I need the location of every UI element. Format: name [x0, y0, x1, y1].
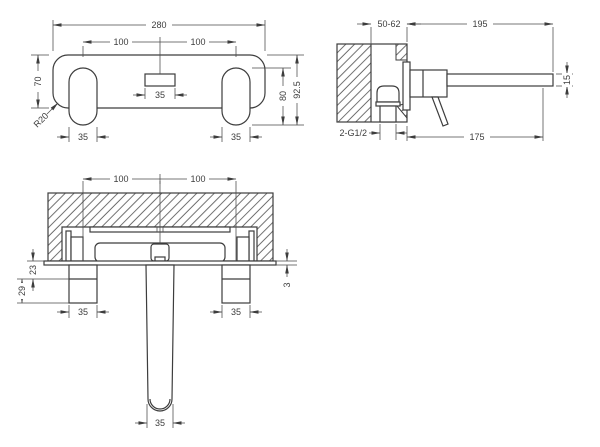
right-handle-plan [221, 264, 251, 304]
dim-handle-depth-front: 23 [28, 265, 38, 275]
dim-overall-height: 92.5 [292, 81, 302, 99]
dim-plate-thickness: 3 [282, 282, 292, 287]
plan-view-dimensions: 100 100 23 29 3 35 [17, 174, 297, 428]
spout-front [144, 73, 176, 87]
dim-pitch-right: 100 [190, 37, 205, 47]
right-valve-stub [248, 230, 255, 262]
dim-handle-width-right: 35 [231, 132, 241, 142]
dim-plate-height: 70 [33, 76, 43, 86]
left-handle-front [68, 67, 98, 126]
right-valve-body [236, 236, 250, 262]
dim-plan-spout-width: 35 [155, 418, 165, 428]
dim-spout-reach: 195 [472, 19, 487, 29]
dim-handle-length: 80 [278, 91, 288, 101]
dim-wall-depth: 50-62 [377, 19, 400, 29]
dim-handle-width-left: 35 [78, 132, 88, 142]
side-view: 50-62 195 175 15 2-G1/2 [336, 19, 573, 142]
dim-handle-depth-back: 29 [17, 286, 27, 296]
wall-tab-hatch [395, 43, 408, 61]
right-handle-front [221, 67, 251, 126]
escutcheon-plate-side [402, 61, 411, 111]
dim-spout-width-front: 35 [155, 90, 165, 100]
plan-view: 100 100 23 29 3 35 [17, 174, 297, 428]
spout-plan [145, 264, 175, 412]
front-view-dimensions: 280 100 100 70 R20 35 [31, 20, 304, 142]
inlet-pipe [379, 105, 397, 123]
dim-overall-width: 280 [151, 20, 166, 30]
dim-plan-handle-width-left: 35 [78, 307, 88, 317]
center-lines [82, 181, 237, 261]
left-handle-plan [68, 264, 98, 304]
left-valve-stub [65, 230, 72, 262]
valve-dome [376, 85, 400, 103]
dim-plan-pitch-right: 100 [190, 174, 205, 184]
front-view: 280 100 100 70 R20 35 [31, 20, 304, 142]
label-inlet-thread: 2-G1/2 [339, 128, 367, 138]
side-view-dimensions: 50-62 195 175 15 2-G1/2 [339, 19, 573, 142]
dim-pitch-left: 100 [113, 37, 128, 47]
dim-spout-projection: 175 [469, 132, 484, 142]
dim-plan-handle-width-right: 35 [231, 307, 241, 317]
spout-body-side [409, 69, 448, 98]
left-valve-body [70, 236, 84, 262]
spout-mount-foot [154, 256, 166, 262]
spout-tip-detail [149, 398, 171, 410]
spout-tube-side [446, 73, 554, 87]
dim-plan-pitch-left: 100 [113, 174, 128, 184]
dim-spout-diameter: 15 [562, 75, 572, 85]
handle-lever-side [431, 96, 449, 127]
